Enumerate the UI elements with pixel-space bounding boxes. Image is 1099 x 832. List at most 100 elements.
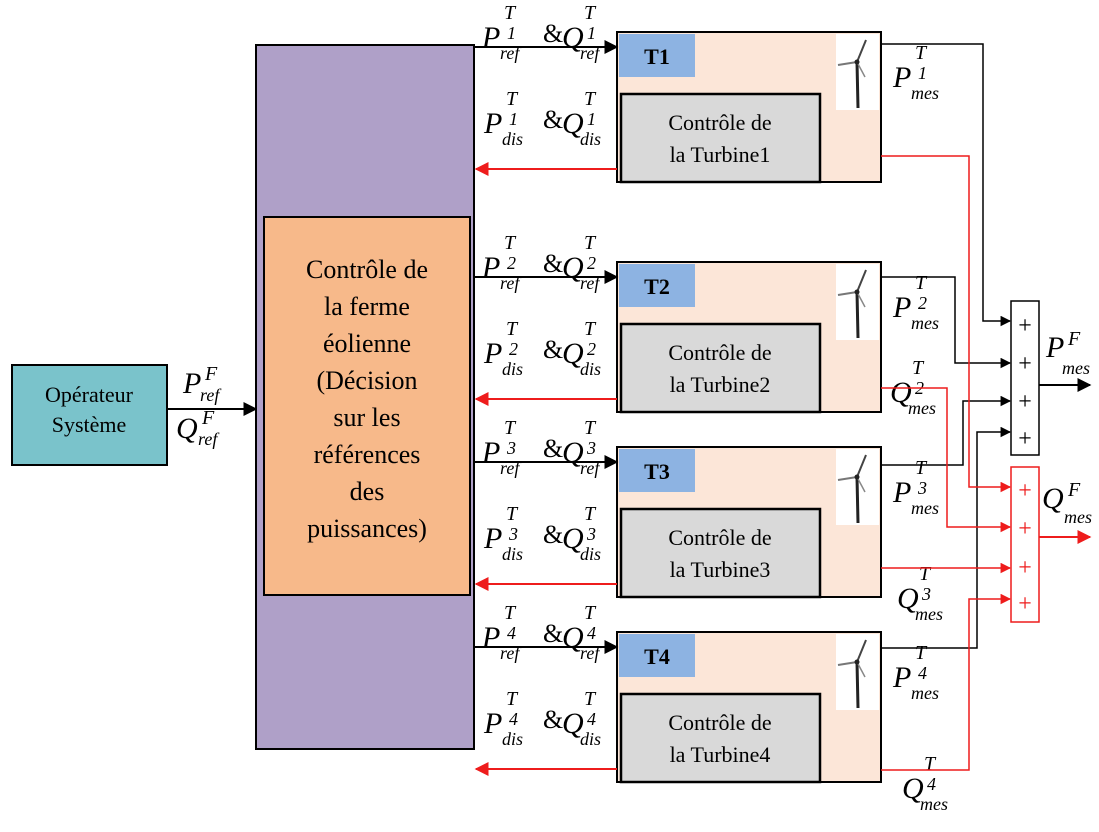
svg-text:Q: Q <box>890 376 912 409</box>
turbine-tag-label: T4 <box>644 644 670 669</box>
svg-text:2: 2 <box>587 253 596 273</box>
farm-control-label-line: Contrôle de <box>306 255 428 284</box>
svg-text:3: 3 <box>508 524 518 544</box>
svg-text:&: & <box>543 249 563 278</box>
svg-text:mes: mes <box>908 398 936 418</box>
svg-text:T: T <box>504 232 517 254</box>
svg-text:4: 4 <box>587 623 596 643</box>
sum-plus-sign: + <box>1018 351 1032 377</box>
svg-text:mes: mes <box>911 83 939 103</box>
svg-text:3: 3 <box>586 524 596 544</box>
svg-text:T: T <box>584 417 597 439</box>
svg-text:P: P <box>481 251 500 284</box>
svg-text:ref: ref <box>500 273 522 293</box>
svg-text:1: 1 <box>918 63 927 83</box>
svg-text:3: 3 <box>921 584 931 604</box>
svg-text:4: 4 <box>918 663 927 683</box>
svg-text:T: T <box>915 457 928 479</box>
svg-text:T: T <box>584 318 597 340</box>
svg-text:T: T <box>506 688 519 710</box>
svg-text:dis: dis <box>580 729 601 749</box>
svg-text:dis: dis <box>580 129 601 149</box>
svg-text:F: F <box>1067 328 1081 350</box>
svg-text:4: 4 <box>587 709 596 729</box>
svg-text:&: & <box>543 520 563 549</box>
sum-plus-sign: + <box>1018 591 1032 617</box>
svg-text:ref: ref <box>580 273 602 293</box>
svg-text:4: 4 <box>507 623 516 643</box>
svg-text:Q: Q <box>176 412 198 445</box>
svg-text:T: T <box>506 503 519 525</box>
turbine-control-box <box>619 322 822 414</box>
svg-text:Q: Q <box>562 21 584 54</box>
svg-text:mes: mes <box>920 794 948 814</box>
wind-turbine-icon <box>836 449 879 525</box>
svg-text:dis: dis <box>502 129 523 149</box>
svg-text:&: & <box>543 19 563 48</box>
svg-text:P: P <box>892 291 911 324</box>
turbine-control-label-line2: la Turbine3 <box>670 557 771 582</box>
svg-text:Q: Q <box>562 522 584 555</box>
svg-text:T: T <box>504 602 517 624</box>
svg-text:dis: dis <box>502 544 523 564</box>
svg-text:Q: Q <box>902 772 924 805</box>
svg-text:P: P <box>892 476 911 509</box>
svg-text:&: & <box>543 705 563 734</box>
operator-label-line2: Système <box>52 412 127 437</box>
svg-text:2: 2 <box>918 293 927 313</box>
svg-text:T: T <box>504 2 517 24</box>
farm-control-label-line: puissances) <box>307 514 427 543</box>
qmes-wire <box>881 593 1012 771</box>
svg-text:ref: ref <box>200 385 222 405</box>
svg-text:1: 1 <box>587 23 596 43</box>
turbine-control-label-line1: Contrôle de <box>668 525 771 550</box>
svg-text:T: T <box>584 503 597 525</box>
wind-turbine-icon <box>836 34 879 110</box>
farm-control-label-line: éolienne <box>323 329 411 358</box>
svg-text:&: & <box>543 335 563 364</box>
pmes-wire <box>881 276 1012 369</box>
turbine-tag-label: T3 <box>644 459 670 484</box>
svg-text:T: T <box>912 357 925 379</box>
svg-text:Q: Q <box>897 582 919 615</box>
svg-text:ref: ref <box>500 643 522 663</box>
q-sum-block: ++++ <box>1010 466 1040 623</box>
sum-plus-sign: + <box>1018 313 1032 339</box>
farm-control-label-line: sur les <box>333 403 400 432</box>
p-sum-block: ++++ <box>1010 300 1040 456</box>
qref-farm-label: Q F ref <box>176 407 220 449</box>
turbine-tag-label: T1 <box>644 44 670 69</box>
turbine-control-label-line1: Contrôle de <box>668 340 771 365</box>
turbine-control-box <box>619 92 822 184</box>
turbine-control-label-line2: la Turbine1 <box>670 142 771 167</box>
svg-text:P: P <box>892 61 911 94</box>
svg-text:Q: Q <box>562 707 584 740</box>
turbine-control-box <box>619 692 822 784</box>
svg-text:Q: Q <box>562 107 584 140</box>
svg-text:F: F <box>1067 479 1081 501</box>
svg-text:T: T <box>506 318 519 340</box>
sum-plus-sign: + <box>1018 516 1032 542</box>
svg-text:mes: mes <box>911 498 939 518</box>
svg-text:dis: dis <box>502 729 523 749</box>
svg-text:Q: Q <box>562 436 584 469</box>
sum-plus-sign: + <box>1018 555 1032 581</box>
svg-text:T: T <box>915 642 928 664</box>
svg-text:ref: ref <box>500 43 522 63</box>
operator-label-line1: Opérateur <box>45 382 134 407</box>
